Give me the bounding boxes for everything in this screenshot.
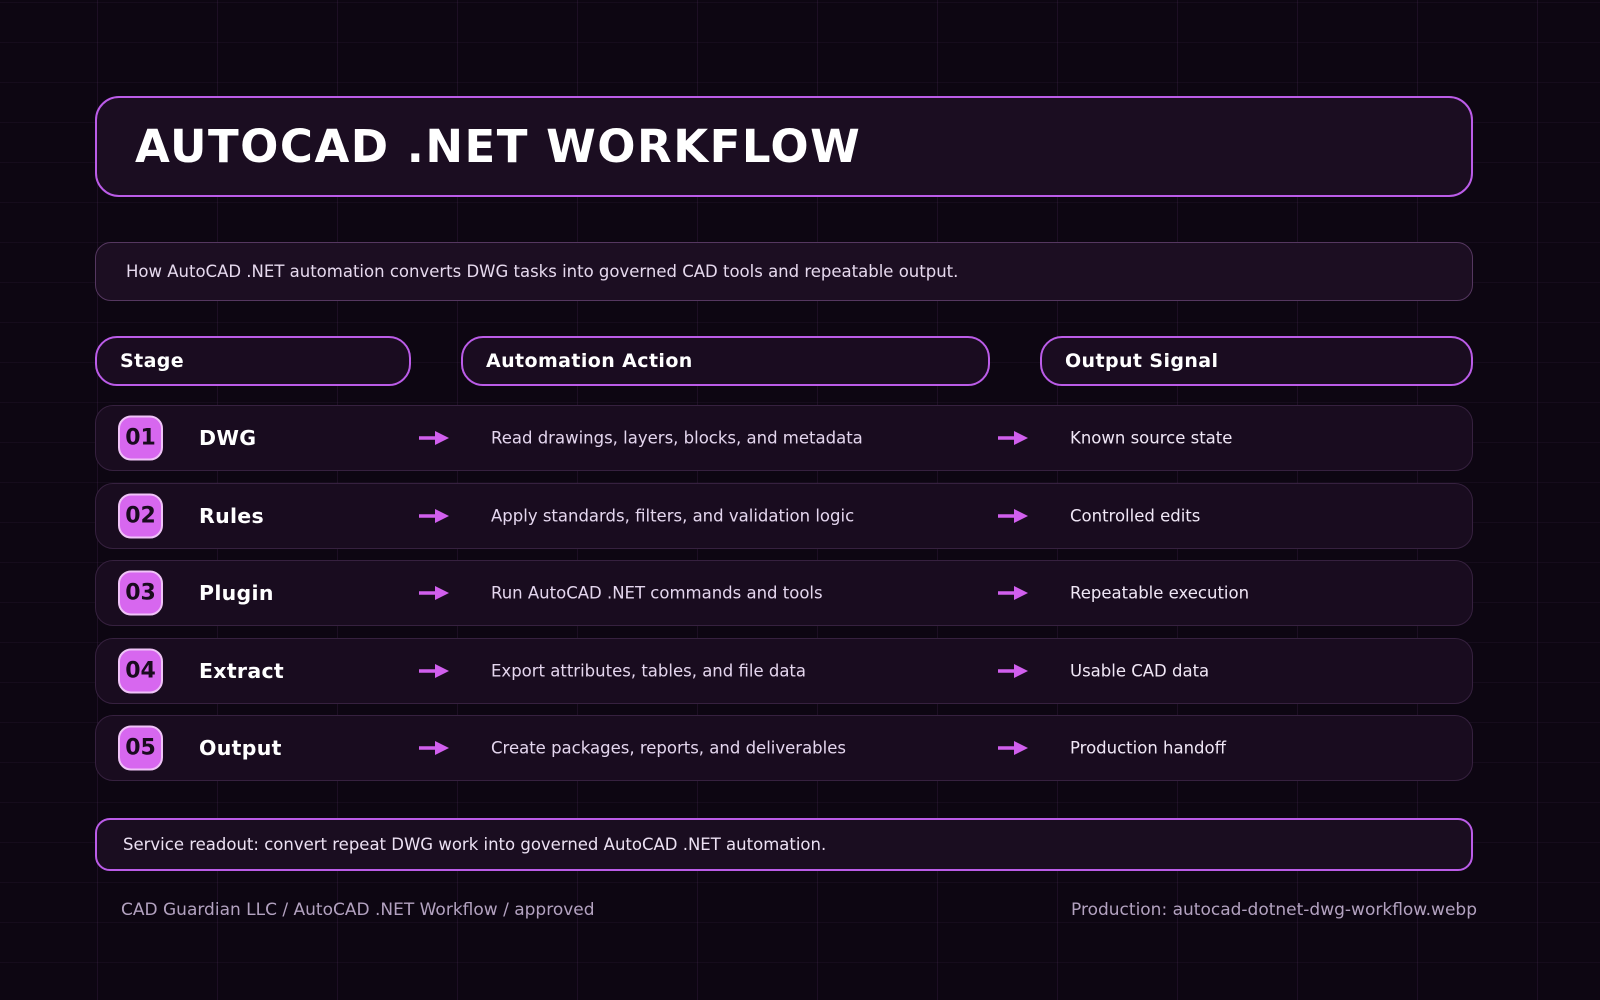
action-label: Run AutoCAD .NET commands and tools	[491, 583, 823, 603]
workflow-row: 05 Output Create packages, reports, and …	[95, 715, 1473, 781]
signal-label: Repeatable execution	[1070, 583, 1250, 603]
column-header-stage: Stage	[95, 336, 411, 386]
workflow-row: 04 Extract Export attributes, tables, an…	[95, 637, 1473, 704]
stage-label: Plugin	[199, 581, 274, 605]
step-number-badge: 03	[118, 570, 163, 616]
signal-label: Production handoff	[1070, 738, 1226, 758]
workflow-row: 01 DWG Read drawings, layers, blocks, an…	[95, 405, 1473, 471]
stage-label: Output	[199, 736, 282, 760]
step-number-badge: 05	[118, 725, 163, 771]
title-panel: AUTOCAD .NET WORKFLOW	[95, 96, 1473, 197]
arrow-right-icon	[419, 508, 449, 523]
workflow-row: 03 Plugin Run AutoCAD .NET commands and …	[95, 560, 1473, 626]
subtitle-panel: How AutoCAD .NET automation converts DWG…	[95, 242, 1473, 301]
signal-label: Known source state	[1070, 428, 1233, 448]
rows-container: 01 DWG Read drawings, layers, blocks, an…	[95, 405, 1473, 781]
action-label: Create packages, reports, and deliverabl…	[491, 738, 846, 758]
arrow-right-icon	[419, 663, 449, 678]
footer: CAD Guardian LLC / AutoCAD .NET Workflow…	[95, 900, 1477, 920]
page-title: AUTOCAD .NET WORKFLOW	[135, 120, 862, 173]
arrow-right-icon	[998, 508, 1028, 523]
service-readout-text: Service readout: convert repeat DWG work…	[123, 835, 827, 854]
service-readout-panel: Service readout: convert repeat DWG work…	[95, 818, 1473, 871]
action-label: Read drawings, layers, blocks, and metad…	[491, 428, 863, 448]
footer-production-filename: Production: autocad-dotnet-dwg-workflow.…	[1071, 900, 1477, 920]
stage-label: Extract	[199, 658, 285, 683]
arrow-right-icon	[419, 586, 449, 600]
signal-label: Usable CAD data	[1070, 661, 1210, 680]
stage-label: Rules	[199, 503, 265, 528]
signal-label: Controlled edits	[1070, 506, 1201, 525]
arrow-right-icon	[419, 741, 449, 755]
subtitle-text: How AutoCAD .NET automation converts DWG…	[126, 262, 959, 281]
step-number-badge: 01	[118, 415, 163, 461]
action-label: Export attributes, tables, and file data	[491, 661, 807, 680]
workflow-row: 02 Rules Apply standards, filters, and v…	[95, 482, 1473, 549]
footer-attribution: CAD Guardian LLC / AutoCAD .NET Workflow…	[121, 900, 595, 920]
arrow-right-icon	[419, 431, 449, 445]
column-header-automation-action: Automation Action	[461, 336, 990, 386]
step-number-badge: 02	[118, 493, 163, 538]
arrow-right-icon	[998, 663, 1028, 678]
arrow-right-icon	[998, 741, 1028, 755]
arrow-right-icon	[998, 586, 1028, 600]
stage-label: DWG	[199, 426, 257, 450]
column-header-output-signal: Output Signal	[1040, 336, 1473, 386]
column-header-label: Output Signal	[1065, 350, 1219, 372]
column-header-label: Automation Action	[486, 350, 693, 372]
step-number-badge: 04	[118, 648, 163, 693]
column-header-label: Stage	[120, 350, 185, 372]
action-label: Apply standards, filters, and validation…	[491, 506, 855, 525]
arrow-right-icon	[998, 431, 1028, 445]
